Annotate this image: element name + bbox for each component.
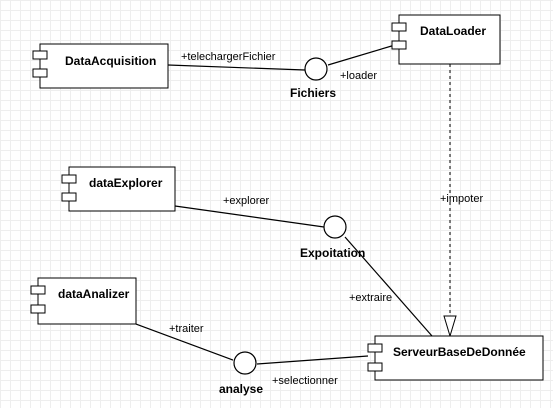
component-serveurbasededonnee[interactable]: ServeurBaseDeDonnée (367, 335, 544, 381)
interface-expoitation-circle (323, 215, 347, 239)
component-dataacquisition-label: DataAcquisition (65, 54, 156, 68)
edge-label-impoter: +impoter (440, 193, 483, 205)
component-port (367, 362, 383, 372)
component-port (61, 174, 77, 184)
edge-label-selectionner: +selectionner (272, 375, 338, 387)
component-port (30, 304, 46, 314)
component-dataloader[interactable]: DataLoader (391, 14, 501, 65)
component-port (391, 40, 407, 50)
link-loader (327, 44, 396, 66)
component-port (32, 68, 48, 78)
component-port (61, 192, 77, 202)
edge-label-telecharger: +telechargerFichier (181, 51, 276, 63)
component-port (32, 50, 48, 60)
component-serveur-label: ServeurBaseDeDonnée (393, 345, 526, 359)
interface-fichiers-label: Fichiers (290, 86, 336, 100)
link-extraire (344, 236, 433, 337)
link-telecharger (167, 64, 306, 71)
link-traiter (135, 323, 234, 361)
component-dataexplorer-label: dataExplorer (89, 176, 163, 190)
dependency-arrowhead (443, 315, 457, 338)
interface-fichiers-circle (304, 57, 328, 81)
component-port (30, 285, 46, 295)
component-dataexplorer[interactable]: dataExplorer (61, 166, 176, 212)
component-dataloader-box (398, 14, 501, 65)
interface-analyse-circle (233, 351, 257, 375)
interface-analyse-label: analyse (219, 382, 263, 396)
edge-label-explorer: +explorer (223, 195, 270, 207)
component-port (367, 343, 383, 353)
component-dataexplorer-box (68, 166, 176, 212)
link-explorer (174, 205, 325, 228)
component-dataanalizer-box (37, 277, 137, 325)
interface-expoitation-label: Expoitation (300, 246, 365, 260)
component-dataanalizer-label: dataAnalizer (58, 287, 130, 301)
component-dataloader-label: DataLoader (420, 24, 486, 38)
edge-label-loader: +loader (340, 70, 377, 82)
component-dataacquisition[interactable]: DataAcquisition (32, 43, 169, 89)
component-dataacquisition-box (39, 43, 169, 89)
component-dataanalizer[interactable]: dataAnalizer (30, 277, 137, 325)
component-port (391, 22, 407, 32)
edge-label-traiter: +traiter (169, 323, 204, 335)
edge-label-extraire: +extraire (349, 292, 392, 304)
link-selectionner (256, 355, 369, 365)
component-serveur-box (374, 335, 544, 381)
